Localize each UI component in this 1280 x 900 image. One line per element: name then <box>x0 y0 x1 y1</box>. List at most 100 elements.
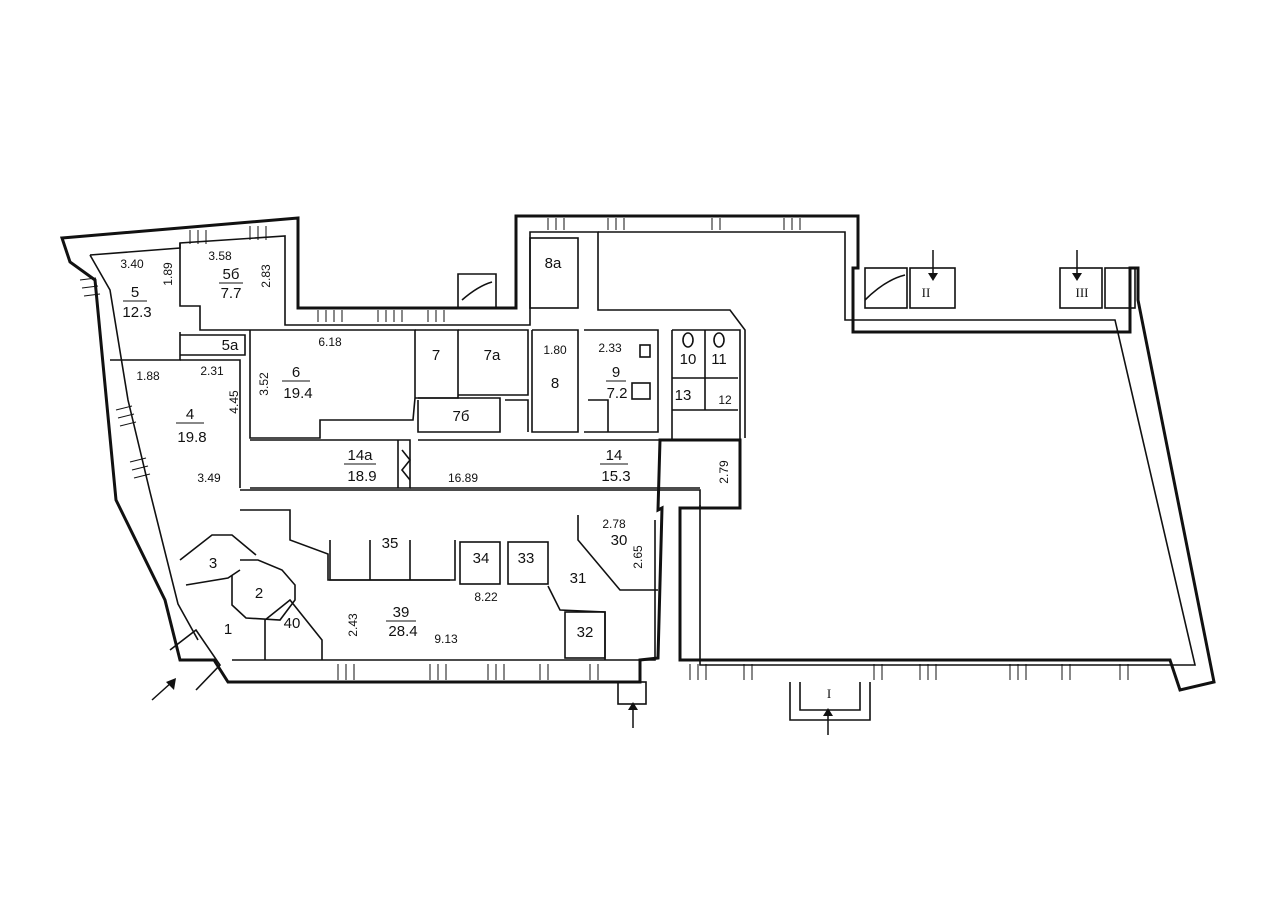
room-area: 18.9 <box>347 468 376 485</box>
entrance-arrow-head <box>166 678 176 690</box>
inner-wall-right-hall <box>598 231 1197 666</box>
entrance-arrow <box>151 681 173 701</box>
window <box>919 664 937 680</box>
room-number: 8а <box>545 255 562 272</box>
room-number: 14 <box>606 447 623 464</box>
window <box>79 277 101 297</box>
dimension-label: 6.18 <box>318 335 342 349</box>
room-area: 19.4 <box>283 385 312 402</box>
room-area: 19.8 <box>177 429 206 446</box>
window <box>115 405 137 427</box>
toilet-icon <box>713 332 725 348</box>
window <box>427 310 445 322</box>
outer-wall-left-wing <box>59 214 1216 692</box>
partition <box>185 569 241 586</box>
partition <box>179 243 245 331</box>
dimension-label: 1.80 <box>543 343 567 357</box>
stair-icon <box>400 449 412 481</box>
partition <box>1059 267 1103 309</box>
partition <box>505 399 529 432</box>
inner-wall-left <box>89 254 199 641</box>
room-number: 7б <box>453 408 470 425</box>
dimension-label: 4.45 <box>227 390 241 414</box>
dimension-label: 2.78 <box>602 517 626 531</box>
room-number: 2 <box>255 585 263 602</box>
window <box>129 457 151 479</box>
window <box>487 664 505 680</box>
dimension-label: 2.43 <box>346 613 360 637</box>
partition <box>180 359 241 488</box>
room-number: 12 <box>718 393 732 407</box>
partition <box>415 329 459 399</box>
dimension-label: 9.13 <box>434 632 458 646</box>
dimension-label: 3.49 <box>197 471 221 485</box>
partition <box>617 681 647 705</box>
partition <box>180 334 246 356</box>
room-number: 7 <box>432 347 440 364</box>
room-area: 7.2 <box>607 385 628 402</box>
partition <box>169 628 222 691</box>
entrance-arrow-head <box>628 702 638 710</box>
room-number: 34 <box>473 550 490 567</box>
dimension-label: 1.89 <box>161 262 175 286</box>
partition <box>245 329 416 439</box>
dimension-label: 2.79 <box>717 460 731 484</box>
room-number: 5а <box>222 337 239 354</box>
window <box>429 664 447 680</box>
partition <box>588 399 609 432</box>
window <box>377 310 403 322</box>
entrance-arrow-head <box>823 708 833 716</box>
dimension-label: 3.58 <box>208 249 232 263</box>
window <box>743 664 753 680</box>
room-number: 5 <box>131 284 139 301</box>
dimension-label: 3.40 <box>120 257 144 271</box>
window <box>689 664 707 680</box>
partition <box>584 329 659 433</box>
inner-wall-bottom <box>232 520 656 661</box>
partition <box>577 515 658 591</box>
room-number: 6 <box>292 364 300 381</box>
room-number: 9 <box>612 364 620 381</box>
partition <box>799 682 861 711</box>
room-area: 15.3 <box>601 468 630 485</box>
entrance-labels: I II III <box>827 285 1089 701</box>
room-number: 11 <box>711 351 727 368</box>
stove-icon <box>631 382 651 400</box>
partition <box>250 439 411 489</box>
room-number: 4 <box>186 406 194 423</box>
entrance-label: II <box>922 285 931 300</box>
window <box>873 664 883 680</box>
room-number: 14а <box>347 447 373 464</box>
room-number: 39 <box>393 604 410 621</box>
room-number: 40 <box>284 615 301 632</box>
room-number: 1 <box>224 621 232 638</box>
room-number: 5б <box>223 266 240 283</box>
fixtures <box>400 274 906 481</box>
partition <box>417 397 501 433</box>
partition <box>457 273 497 308</box>
partition <box>459 541 501 585</box>
room-labels: 5 12.3 5б 7.7 5а 4 19.8 6 19.4 7 7а 7б 8… <box>122 255 732 641</box>
partition <box>231 559 296 621</box>
dimension-label: 2.65 <box>631 545 645 569</box>
window <box>711 218 721 230</box>
room-number: 33 <box>518 550 535 567</box>
dimension-label: 3.52 <box>257 372 271 396</box>
partition <box>789 682 871 721</box>
room-number: 32 <box>577 624 594 641</box>
dimension-label: 8.22 <box>474 590 498 604</box>
window <box>1119 664 1129 680</box>
window <box>547 218 565 230</box>
window <box>783 218 801 230</box>
room-number: 35 <box>382 535 399 552</box>
room-area: 12.3 <box>122 304 151 321</box>
entrance-label: I <box>827 686 831 701</box>
partition <box>672 329 741 440</box>
entrance-label: III <box>1076 285 1089 300</box>
partition <box>458 329 529 396</box>
partition <box>547 585 606 660</box>
window <box>249 226 267 240</box>
window <box>607 218 625 230</box>
partition <box>1104 267 1136 309</box>
